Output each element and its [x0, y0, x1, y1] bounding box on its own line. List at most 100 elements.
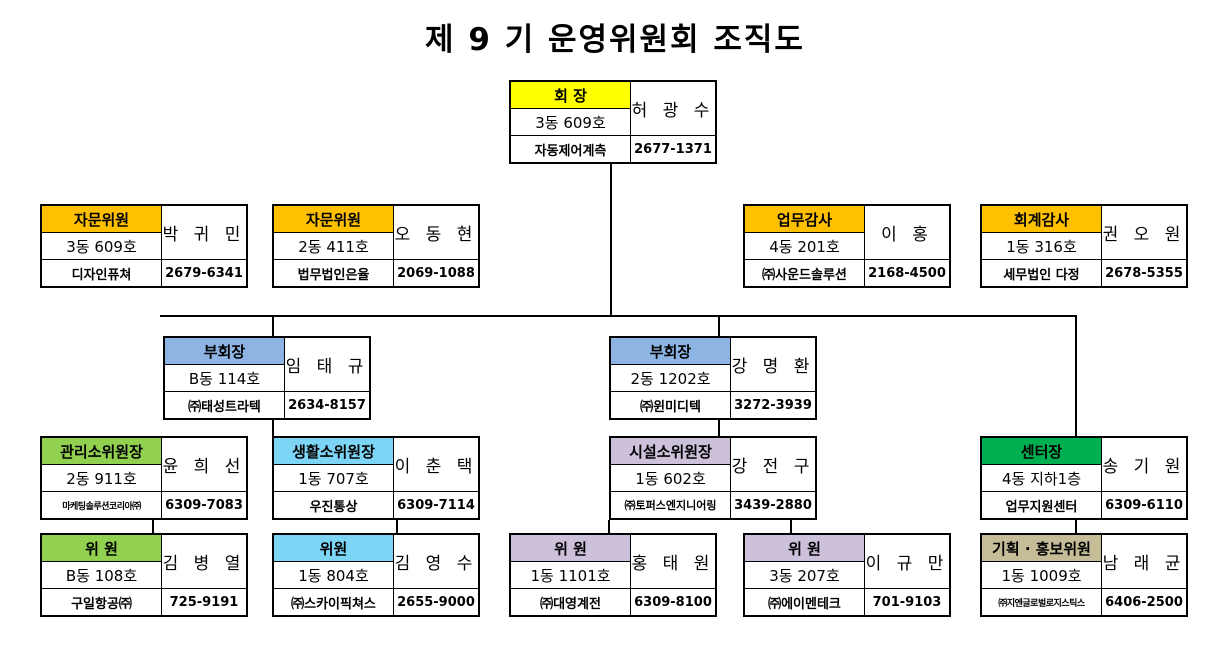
- member-phone: 6406-2500: [1105, 594, 1183, 610]
- member-unit: 4동 201호: [745, 233, 865, 260]
- member-phone: 2069-1088: [397, 265, 475, 281]
- member-company: ㈜토퍼스엔지니어링: [611, 492, 731, 518]
- member-phone: 3439-2880: [734, 497, 812, 513]
- member-name: 이 홍: [865, 206, 949, 260]
- member-phone: 2168-4500: [868, 265, 946, 281]
- member-name: 남 래 균: [1102, 535, 1186, 589]
- chart-title: 제 9 기 운영위원회 조직도: [425, 22, 805, 58]
- member-company: 디자인퓨쳐: [42, 260, 162, 286]
- member-company: ㈜사운드솔루션: [745, 260, 865, 286]
- member-phone: 6309-8100: [634, 594, 712, 610]
- member-role: 위 원: [745, 535, 865, 562]
- member-company: 세무법인 다정: [982, 260, 1102, 286]
- member-company: 구일항공㈜: [42, 589, 162, 615]
- connector-mgmt-down: [152, 520, 154, 534]
- member-name: 송 기 원: [1102, 438, 1186, 492]
- member-phone: 2679-6341: [165, 265, 243, 281]
- member-unit: 3동 609호: [42, 233, 162, 260]
- member-name: 김 병 열: [162, 535, 246, 589]
- member-name: 박 귀 민: [162, 206, 246, 260]
- member-phone: 6309-7114: [397, 497, 475, 513]
- member-unit: 1동 316호: [982, 233, 1102, 260]
- member-company: 우진통상: [274, 492, 394, 518]
- member-role: 업무감사: [745, 206, 865, 233]
- member-role: 부회장: [611, 338, 731, 365]
- member-company: ㈜에이멘테크: [745, 589, 865, 615]
- member-company: 마케팅솔루션코리아㈜: [42, 492, 162, 518]
- member-role: 회 장: [511, 82, 631, 109]
- member-role: 센터장: [982, 438, 1102, 465]
- member-name: 강 전 구: [731, 438, 815, 492]
- member-role: 위원: [274, 535, 394, 562]
- member-unit: 3동 207호: [745, 562, 865, 589]
- member-unit: 1동 602호: [611, 465, 731, 492]
- member-unit: 2동 911호: [42, 465, 162, 492]
- member-unit: 3동 609호: [511, 109, 631, 136]
- member-company: 법무법인은율: [274, 260, 394, 286]
- member-unit: B동 114호: [165, 365, 285, 392]
- member-phone: 3272-3939: [734, 397, 812, 413]
- member-name: 허 광 수: [631, 82, 715, 136]
- member-phone: 701-9103: [872, 594, 942, 610]
- member-name: 이 규 만: [865, 535, 949, 589]
- member-role: 위 원: [511, 535, 631, 562]
- member-company: ㈜스카이픽쳐스: [274, 589, 394, 615]
- member-unit: 1동 1101호: [511, 562, 631, 589]
- member-unit: 1동 1009호: [982, 562, 1102, 589]
- member-role: 회계감사: [982, 206, 1102, 233]
- member-company: ㈜태성트라텍: [165, 392, 285, 418]
- member-role: 시설소위원장: [611, 438, 731, 465]
- member-role: 부회장: [165, 338, 285, 365]
- member-role: 관리소위원장: [42, 438, 162, 465]
- connector-drop-vice2: [718, 315, 720, 337]
- member-unit: B동 108호: [42, 562, 162, 589]
- member-phone: 2634-8157: [288, 397, 366, 413]
- member-role: 위 원: [42, 535, 162, 562]
- connector-center-down: [1075, 520, 1077, 534]
- member-name: 임 태 규: [285, 338, 369, 392]
- member-unit: 1동 804호: [274, 562, 394, 589]
- member-phone: 2677-1371: [634, 141, 712, 157]
- connector-main-horizontal: [160, 315, 1076, 317]
- member-unit: 2동 1202호: [611, 365, 731, 392]
- member-phone: 6309-7083: [165, 497, 243, 513]
- connector-life-down: [396, 520, 398, 534]
- connector-facility-split-right: [790, 520, 792, 534]
- member-phone: 725-9191: [169, 594, 239, 610]
- member-unit: 4동 지하1층: [982, 465, 1102, 492]
- member-role: 자문위원: [42, 206, 162, 233]
- connector-vice1-down: [272, 420, 274, 436]
- member-company: ㈜윈미디텍: [611, 392, 731, 418]
- member-name: 강 명 환: [731, 338, 815, 392]
- member-name: 권 오 원: [1102, 206, 1186, 260]
- member-name: 홍 태 원: [631, 535, 715, 589]
- connector-drop-center: [1075, 315, 1077, 436]
- member-name: 이 춘 택: [394, 438, 478, 492]
- member-company: 자동제어계측: [511, 136, 631, 162]
- member-role: 자문위원: [274, 206, 394, 233]
- member-role: 생활소위원장: [274, 438, 394, 465]
- member-company: 업무지원센터: [982, 492, 1102, 518]
- member-company: ㈜지엔글로벌로지스틱스: [982, 589, 1102, 615]
- member-name: 김 영 수: [394, 535, 478, 589]
- member-name: 윤 희 선: [162, 438, 246, 492]
- member-phone: 6309-6110: [1105, 497, 1183, 513]
- member-phone: 2655-9000: [397, 594, 475, 610]
- connector-vice2-down: [718, 420, 720, 436]
